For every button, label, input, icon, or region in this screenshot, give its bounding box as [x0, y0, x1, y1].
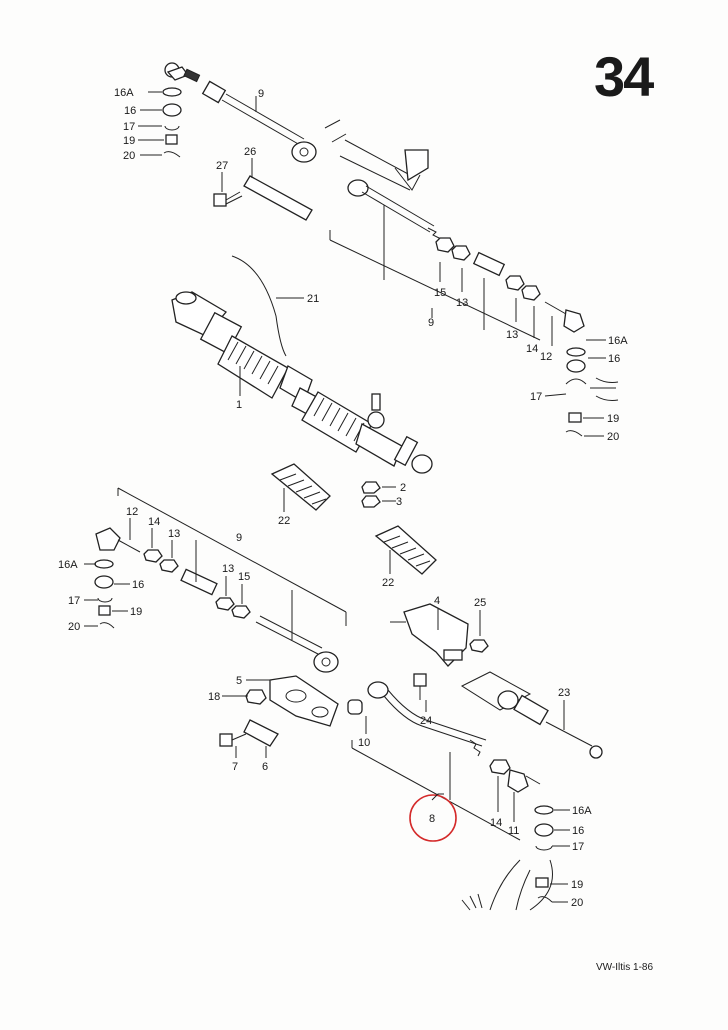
callout-27: 27 [216, 160, 228, 172]
callout-9-bottom: 9 [236, 532, 242, 544]
callout-7: 7 [232, 761, 238, 773]
callout-16A-bottom-right: 16A [572, 805, 592, 817]
callout-21: 21 [307, 293, 319, 305]
callout-5: 5 [236, 675, 242, 687]
callout-16A-top-left: 16A [114, 87, 134, 99]
steering-rack-housing [171, 255, 433, 474]
callout-3: 3 [396, 496, 402, 508]
callout-13-top-a: 13 [456, 297, 468, 309]
callout-16A-top-right: 16A [608, 335, 628, 347]
callout-19-top-left: 19 [123, 135, 135, 147]
callout-16-top-left: 16 [124, 105, 136, 117]
callout-16-bottom-left: 16 [132, 579, 144, 591]
ball-joint-parts-bottom-left [94, 559, 115, 629]
nut-2-and-3 [361, 481, 381, 508]
callout-19-bottom-right: 19 [571, 879, 583, 891]
callout-14-link: 14 [490, 817, 502, 829]
callout-20-bottom-right: 20 [571, 897, 583, 909]
plate-6 [243, 719, 279, 747]
callout-18: 18 [208, 691, 220, 703]
bolt-24 [413, 673, 427, 700]
tie-rod-upper-right [347, 179, 585, 333]
callout-17-top-left: 17 [123, 121, 135, 133]
callout-17-top-right: 17 [530, 391, 542, 403]
callout-15-bottom: 15 [238, 571, 250, 583]
nut-18 [245, 689, 267, 705]
callout-22-right: 22 [382, 577, 394, 589]
ball-joint-parts-bottom-right [461, 805, 554, 911]
callout-17-bottom-left: 17 [68, 595, 80, 607]
bellows-boot-22-right [374, 525, 437, 575]
callout-13-bottom-b: 13 [222, 563, 234, 575]
callout-14-bottom: 14 [148, 516, 160, 528]
callout-13-top-b: 13 [506, 329, 518, 341]
callout-17-bottom-right: 17 [572, 841, 584, 853]
bracket-4 [390, 603, 469, 667]
callout-10: 10 [358, 737, 370, 749]
ball-joint-parts-top-left [162, 87, 182, 158]
bolt-7 [219, 733, 247, 747]
callout-16-top-right: 16 [608, 353, 620, 365]
callout-6: 6 [262, 761, 268, 773]
nut-25 [469, 639, 489, 653]
bolt-27 [213, 191, 243, 207]
mounting-bracket-top-right [324, 119, 429, 191]
callout-13-bottom-a: 13 [168, 528, 180, 540]
callout-1: 1 [236, 399, 242, 411]
callout-9-top: 9 [258, 88, 264, 100]
callout-22-left: 22 [278, 515, 290, 527]
callout-23: 23 [558, 687, 570, 699]
footer-reference: VW-Iltis 1-86 [596, 962, 654, 973]
page-number: 34 [594, 45, 654, 108]
callout-15-top: 15 [434, 287, 446, 299]
bellows-boot-22-left [270, 463, 331, 511]
callout-26: 26 [244, 146, 256, 158]
drag-link-8 [347, 681, 541, 793]
callout-11: 11 [508, 825, 519, 837]
bracket-5 [269, 675, 339, 727]
callout-16A-bottom-left: 16A [58, 559, 78, 571]
highlight-circle-8 [409, 794, 457, 842]
tie-rod-upper-left [164, 62, 317, 163]
callout-20-top-left: 20 [123, 150, 135, 162]
steering-damper-23 [460, 671, 603, 759]
callout-2: 2 [400, 482, 406, 494]
callout-19-bottom-left: 19 [130, 606, 142, 618]
callout-12-top: 12 [540, 351, 552, 363]
callout-24: 24 [420, 715, 432, 727]
callout-4: 4 [434, 595, 440, 607]
callout-8: 8 [429, 813, 435, 825]
tie-rod-lower-left [95, 527, 339, 673]
callout-12-bottom: 12 [126, 506, 138, 518]
callout-9-right: 9 [428, 317, 434, 329]
callout-20-top-right: 20 [607, 431, 619, 443]
plate-26 [243, 175, 313, 221]
callout-14-top: 14 [526, 343, 538, 355]
callout-25: 25 [474, 597, 486, 609]
callout-20-bottom-left: 20 [68, 621, 80, 633]
callout-16-bottom-right: 16 [572, 825, 584, 837]
callout-19-top-right: 19 [607, 413, 619, 425]
ball-joint-parts-top-right [565, 347, 619, 437]
